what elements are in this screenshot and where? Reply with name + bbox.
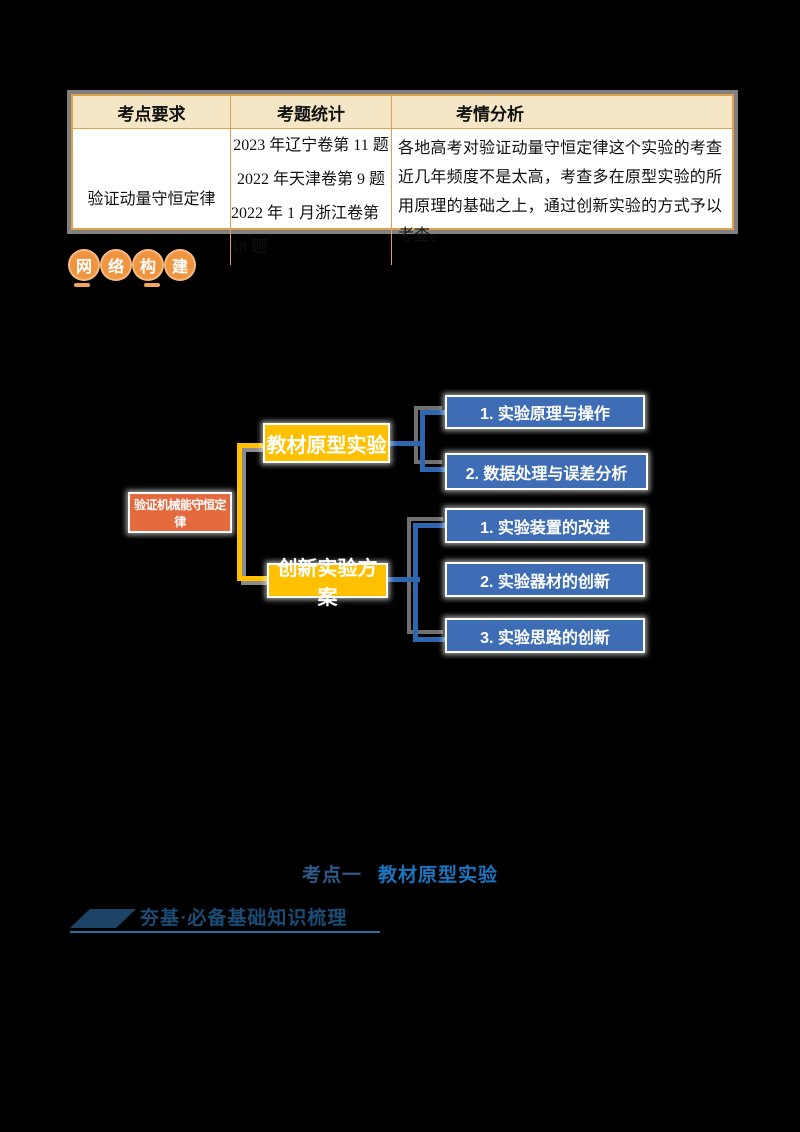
mindmap-branch-node: 教材原型实验	[263, 423, 390, 463]
table-header-statistics: 考题统计	[231, 96, 392, 129]
subsection-flag-shape	[70, 909, 136, 928]
root-branch-connector	[240, 576, 267, 581]
stat-line: 2023 年辽宁卷第 11 题	[233, 137, 389, 154]
connector-shadow	[241, 581, 271, 585]
branch-leaf-connector	[388, 577, 420, 582]
root-branch-connector	[237, 443, 242, 581]
section-heading-number: 考点一	[301, 865, 362, 886]
mindmap-leaf-node: 2. 实验器材的创新	[445, 562, 645, 597]
table-header-analysis: 考情分析	[392, 96, 732, 129]
connector-shadow	[242, 447, 246, 585]
bracket-shadow	[407, 517, 443, 521]
branch-leaf-connector	[413, 523, 445, 528]
mindmap-leaf-node: 3. 实验思路的创新	[445, 618, 645, 653]
badge-circle: 网	[68, 249, 100, 281]
mindmap-leaf-node: 2. 数据处理与误差分析	[445, 453, 648, 490]
section-heading: 考点一教材原型实验	[0, 860, 800, 887]
bracket-shadow	[414, 406, 418, 464]
root-branch-connector	[240, 443, 263, 448]
branch-leaf-connector	[413, 523, 418, 642]
branch-leaf-connector	[420, 410, 425, 472]
branch-leaf-connector	[390, 441, 424, 446]
stat-line: 2022 年 1 月浙江卷第 18 题	[231, 205, 380, 256]
bracket-shadow	[407, 630, 443, 634]
branch-leaf-connector	[420, 467, 445, 472]
stat-line: 2022 年天津卷第 9 题	[236, 171, 385, 188]
section-heading-title: 教材原型实验	[378, 865, 499, 886]
table-cell-analysis: 各地高考对验证动量守恒定律这个实验的考查近几年频度不是太高，考查多在原型实验的所…	[398, 140, 722, 244]
badge-dash	[74, 283, 90, 287]
table-cell-requirement: 验证动量守恒定律	[73, 129, 231, 265]
mindmap-leaf-node: 1. 实验原理与操作	[445, 395, 645, 429]
bracket-shadow	[414, 460, 442, 464]
table-header-requirement: 考点要求	[73, 96, 231, 129]
badge-dash	[144, 283, 160, 287]
table-cell-statistics: 2023 年辽宁卷第 11 题 2022 年天津卷第 9 题 2022 年 1 …	[231, 129, 392, 265]
mindmap-branch-node: 创新实验方案	[267, 558, 388, 609]
badge-circle: 建	[164, 249, 196, 281]
exam-overview-table: 考点要求 考题统计 考情分析 验证动量守恒定律 2023 年辽宁卷第 11 题 …	[71, 94, 734, 265]
badge-circle: 络	[100, 249, 132, 281]
badge-circle: 构	[132, 249, 164, 281]
mindmap-leaf-node: 1. 实验装置的改进	[445, 508, 645, 543]
branch-leaf-connector	[413, 637, 448, 642]
bracket-shadow	[407, 517, 411, 634]
bracket-shadow	[414, 406, 442, 410]
subsection-label: 夯基·必备基础知识梳理	[140, 908, 348, 929]
connector-shadow	[241, 448, 267, 452]
subsection-underline	[70, 931, 380, 933]
mindmap-root-node: 验证机械能守恒定律	[128, 492, 232, 533]
branch-leaf-connector	[420, 410, 445, 415]
